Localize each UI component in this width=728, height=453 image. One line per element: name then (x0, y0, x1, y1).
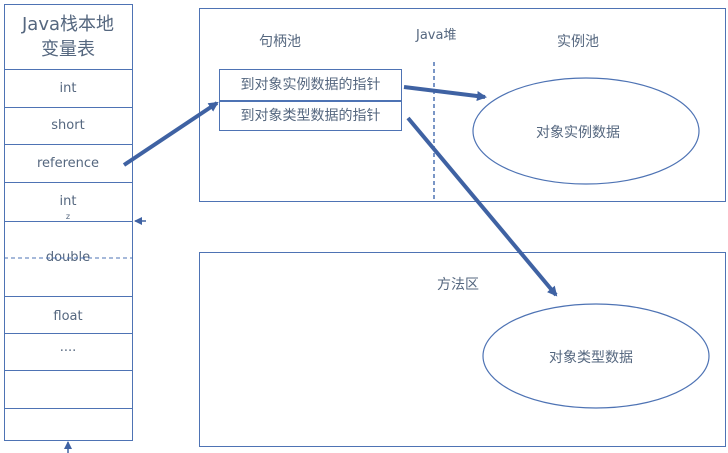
type-pointer-arrow (406, 116, 558, 297)
reference-arrow (122, 101, 219, 167)
slot-int: int (59, 81, 77, 96)
type-data-ellipse (482, 303, 710, 409)
local-variable-table-title: Java栈本地 变量表 (4, 12, 132, 62)
divider (4, 296, 132, 297)
divider (4, 144, 132, 145)
divider (4, 221, 132, 222)
pointer-to-type-data: 到对象类型数据的指针 (219, 101, 402, 131)
slot-reference: reference (36, 156, 100, 171)
divider (4, 333, 132, 334)
slot-ellipsis: .... (59, 340, 77, 355)
slot-short: short (51, 118, 85, 133)
divider (4, 69, 132, 70)
slot-float: float (53, 309, 83, 324)
title-line-1: Java栈本地 (21, 14, 115, 35)
instance-data-label: 对象实例数据 (536, 125, 620, 141)
instance-data-ellipse (472, 77, 700, 185)
local-variable-table (4, 4, 133, 441)
divider (4, 370, 132, 371)
method-area-label: 方法区 (437, 277, 479, 293)
divider (4, 182, 132, 183)
slot-double-marker: z (65, 212, 71, 221)
instance-pool-label: 实例池 (557, 34, 599, 50)
divider (4, 107, 132, 108)
pointer-to-type-data-label: 到对象类型数据的指针 (240, 108, 381, 124)
pointer-to-instance-data: 到对象实例数据的指针 (219, 69, 402, 101)
handle-pool-label: 句柄池 (259, 34, 301, 50)
type-data-label: 对象类型数据 (549, 350, 633, 366)
java-heap-label: Java堆 (416, 28, 457, 43)
title-line-2: 变量表 (41, 39, 95, 60)
pointer-to-instance-data-label: 到对象实例数据的指针 (240, 77, 381, 93)
instance-pointer-arrow (403, 85, 487, 101)
slot-int: int (59, 194, 77, 209)
divider (4, 408, 132, 409)
